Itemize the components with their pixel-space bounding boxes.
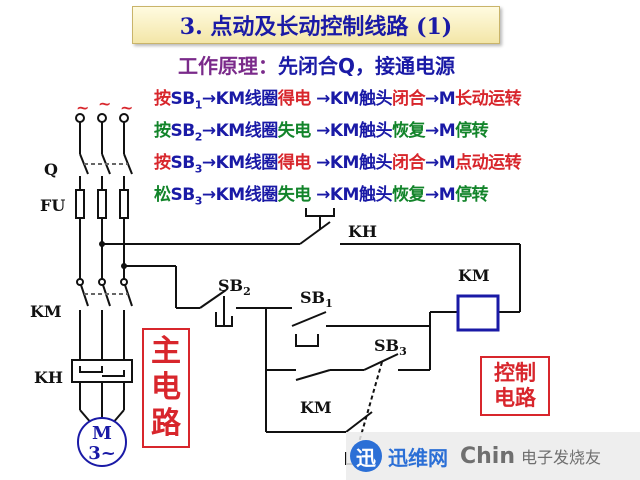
label-kh-main: KH xyxy=(34,368,64,387)
step-coil: →KM线圈 xyxy=(201,185,278,205)
step-line-2: 按SB2→KM线圈失电 →KM触头恢复→M停转 xyxy=(154,116,489,144)
phase-line-l2 xyxy=(97,113,111,422)
label-fu: FU xyxy=(40,196,66,215)
sb2-name: SB xyxy=(218,276,244,295)
phase-tilde-2: ~ xyxy=(98,94,112,113)
step-button-index: 2 xyxy=(194,130,203,144)
kh-contact-actuator xyxy=(305,208,335,217)
step-contact-state: 恢复 xyxy=(391,185,426,205)
control-circuit-line: 控制 xyxy=(494,361,536,385)
step-coil-state: 失电 xyxy=(277,121,312,141)
sb1-name: SB xyxy=(300,288,326,307)
motor-symbol xyxy=(77,417,127,467)
watermark-tail: 电子发烧友 xyxy=(521,448,602,467)
title-banner: 3. 点动及长动控制线路 (1) xyxy=(132,6,500,44)
step-button: SB xyxy=(170,89,196,109)
step-contact-state: 闭合 xyxy=(391,153,426,173)
step-motor: →M xyxy=(424,89,456,109)
main-circuit-char: 主 xyxy=(151,334,181,369)
label-sb1: SB1 xyxy=(300,288,333,310)
step-button: SB xyxy=(170,153,196,173)
label-kh-control: KH xyxy=(348,222,378,241)
sb1-index: 1 xyxy=(325,297,333,311)
label-km-contact: KM xyxy=(300,398,332,417)
step-action: 按 xyxy=(154,121,171,141)
working-principle: 工作原理：先闭合Q，接通电源 xyxy=(178,50,455,79)
step-button-index: 3 xyxy=(194,162,203,176)
phase-tilde-3: ~ xyxy=(120,98,134,117)
step-contact: →KM触头 xyxy=(310,121,392,141)
step-contact: →KM触头 xyxy=(310,185,392,205)
step-motor: →M xyxy=(424,185,456,205)
step-button: SB xyxy=(170,185,196,205)
sb3-name: SB xyxy=(374,336,400,355)
label-sb3: SB3 xyxy=(374,336,407,358)
step-contact: →KM触头 xyxy=(310,89,392,109)
control-circuit-wiring xyxy=(102,221,521,433)
step-coil-state: 得电 xyxy=(277,89,312,109)
step-action: 松 xyxy=(154,185,171,205)
principle-lead: 工作原理： xyxy=(178,54,278,78)
page-title: 3. 点动及长动控制线路 (1) xyxy=(179,14,453,40)
sb3-index: 3 xyxy=(399,345,407,359)
step-action: 按 xyxy=(154,89,171,109)
phase-line-l3 xyxy=(111,113,133,425)
watermark-logo-icon: 迅 xyxy=(350,440,382,472)
main-circuit-label: 主 电 路 xyxy=(142,328,190,448)
sb1-actuator xyxy=(295,334,319,347)
step-line-1: 按SB1→KM线圈得电 →KM触头闭合→M长动运转 xyxy=(154,84,522,112)
main-circuit-char: 电 xyxy=(151,370,181,405)
main-circuit-char: 路 xyxy=(151,406,181,441)
control-circuit-line: 电路 xyxy=(494,386,536,410)
motor-phase: 3~ xyxy=(88,443,116,464)
principle-text: 先闭合Q，接通电源 xyxy=(278,54,456,78)
step-coil-state: 失电 xyxy=(277,185,312,205)
label-sb2: SB2 xyxy=(218,276,251,298)
heater-link xyxy=(79,366,103,373)
step-line-3: 按SB3→KM线圈得电 →KM触头闭合→M点动运转 xyxy=(154,148,522,176)
junction-dot xyxy=(99,241,105,247)
step-action: 按 xyxy=(154,153,171,173)
watermark-site: Chin xyxy=(460,443,516,469)
motor-label: M 3~ xyxy=(80,424,124,464)
control-circuit-label: 控制 电路 xyxy=(480,356,550,416)
km-terminal xyxy=(76,278,84,286)
label-q: Q xyxy=(44,160,58,179)
sb2-index: 2 xyxy=(243,285,251,299)
step-contact: →KM触头 xyxy=(310,153,392,173)
watermark: 迅 迅维网 Chin 电子发烧友 xyxy=(346,432,640,480)
km-terminal xyxy=(120,278,128,286)
junction-dot xyxy=(121,263,127,269)
phase-tilde-1: ~ xyxy=(76,98,90,117)
step-motor: →M xyxy=(424,153,456,173)
step-coil: →KM线圈 xyxy=(201,153,278,173)
step-button-index: 1 xyxy=(194,98,203,112)
step-motor-state: 长动运转 xyxy=(455,89,522,109)
watermark-name: 迅维网 xyxy=(388,445,448,470)
step-motor-state: 点动运转 xyxy=(455,153,522,173)
km-terminal xyxy=(98,278,106,286)
step-motor-state: 停转 xyxy=(455,185,489,205)
step-contact-state: 恢复 xyxy=(391,121,426,141)
label-km-main: KM xyxy=(30,302,62,321)
heater-link xyxy=(102,370,125,377)
step-coil: →KM线圈 xyxy=(201,121,278,141)
motor-letter: M xyxy=(92,423,112,444)
step-button: SB xyxy=(170,121,196,141)
label-km-coil: KM xyxy=(458,266,490,285)
step-contact-state: 闭合 xyxy=(391,89,426,109)
step-coil: →KM线圈 xyxy=(201,89,278,109)
step-button-index: 3 xyxy=(194,194,203,208)
step-line-4: 松SB3→KM线圈失电 →KM触头恢复→M停转 xyxy=(154,180,489,208)
step-coil-state: 得电 xyxy=(277,153,312,173)
step-motor: →M xyxy=(424,121,456,141)
km-coil xyxy=(456,294,500,332)
step-motor-state: 停转 xyxy=(455,121,489,141)
